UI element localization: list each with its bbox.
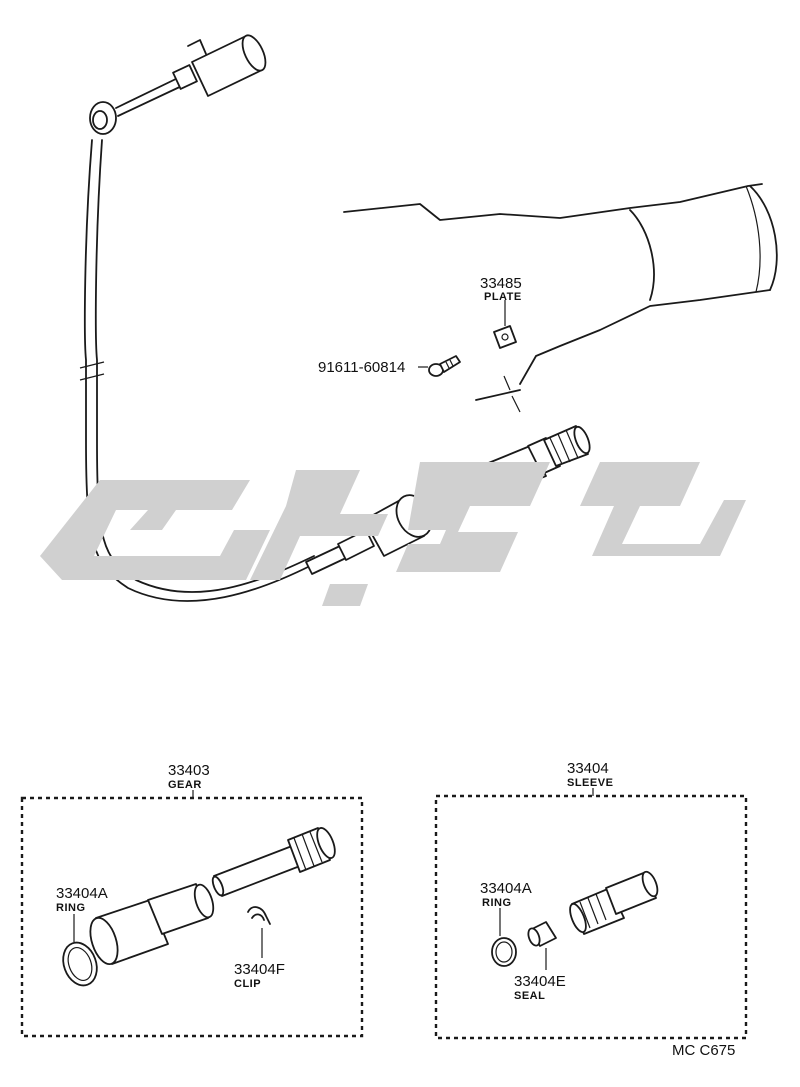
gear-group-box — [20, 796, 364, 1038]
plate-name: PLATE — [484, 291, 522, 303]
sleeve-ring-name: RING — [482, 897, 512, 909]
speedometer-cable — [79, 34, 433, 602]
sleeve-seal-part-number: 33404E — [514, 973, 566, 990]
gear-clip-part-number: 33404F — [234, 961, 285, 978]
gear-clip-name: CLIP — [234, 978, 261, 990]
sleeve-seal-name: SEAL — [514, 990, 545, 1002]
watermark-logo — [40, 462, 746, 606]
diagram-code: MC C675 — [672, 1042, 735, 1059]
gear-group-part-number: 33403 — [168, 762, 210, 779]
sleeve-group: 33404 SLEEVE 33404A RING 33404E SEAL — [434, 760, 748, 1040]
gear-ring-part-number: 33404A — [56, 885, 108, 902]
bolt-part: 91611-60814 — [318, 355, 461, 377]
bolt-part-number: 91611-60814 — [318, 359, 405, 376]
gear-group-name: GEAR — [168, 779, 202, 791]
sleeve-group-part-number: 33404 — [567, 760, 609, 777]
sleeve-ring-part-number: 33404A — [480, 880, 532, 897]
sleeve-group-box — [434, 794, 748, 1040]
plate-part-number: 33485 — [480, 275, 522, 292]
gear-ring-name: RING — [56, 902, 86, 914]
transmission-housing — [343, 183, 778, 401]
gear-group: 33403 GEAR 33404A RING 33404F CLIP — [20, 762, 364, 1038]
plate-part: 33485 PLATE — [480, 275, 522, 349]
sleeve-group-name: SLEEVE — [567, 777, 613, 789]
